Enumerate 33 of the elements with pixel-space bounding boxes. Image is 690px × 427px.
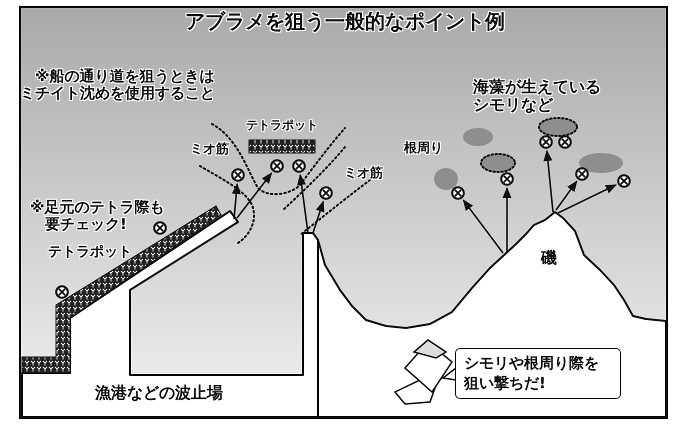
target-mark: [55, 285, 69, 299]
arrow: [543, 150, 554, 212]
arrow: [558, 184, 617, 214]
target-mark: [617, 174, 631, 188]
label: テトラポット: [246, 119, 318, 133]
label: 漁港などの波止場: [95, 384, 223, 402]
arrow: [502, 186, 512, 253]
arrow: [236, 172, 272, 218]
target-mark: [231, 168, 245, 182]
target-mark: [153, 221, 167, 235]
target-mark: [558, 135, 572, 149]
speech-bubble: シモリや根周り際を狙い撃ちだ!: [455, 348, 621, 399]
note-text: ※足元のテトラ際も要チェック!: [30, 199, 166, 234]
target-mark: [292, 159, 306, 173]
label: 根周り: [404, 142, 443, 157]
label: 磯: [541, 249, 557, 268]
note-text: ※船の通り道を狙うときはミチイト沈めを使用すること: [20, 68, 215, 102]
target-mark: [500, 172, 514, 186]
arrow: [312, 200, 324, 234]
arrow: [555, 180, 578, 210]
target-mark: [539, 135, 553, 149]
arrow: [297, 174, 309, 234]
arrow: [232, 182, 241, 220]
title: アブラメを狙う一般的なポイント例: [184, 10, 506, 33]
label: 海藻が生えているシモリなど: [473, 78, 602, 115]
arrow: [462, 199, 504, 254]
label: ミオ筋: [344, 167, 383, 182]
target-mark: [575, 167, 589, 181]
label: ミオ筋: [190, 143, 229, 158]
target-mark: [319, 186, 333, 200]
target-mark: [451, 186, 465, 200]
target-mark: [270, 159, 284, 173]
label: テトラポット: [48, 244, 132, 260]
